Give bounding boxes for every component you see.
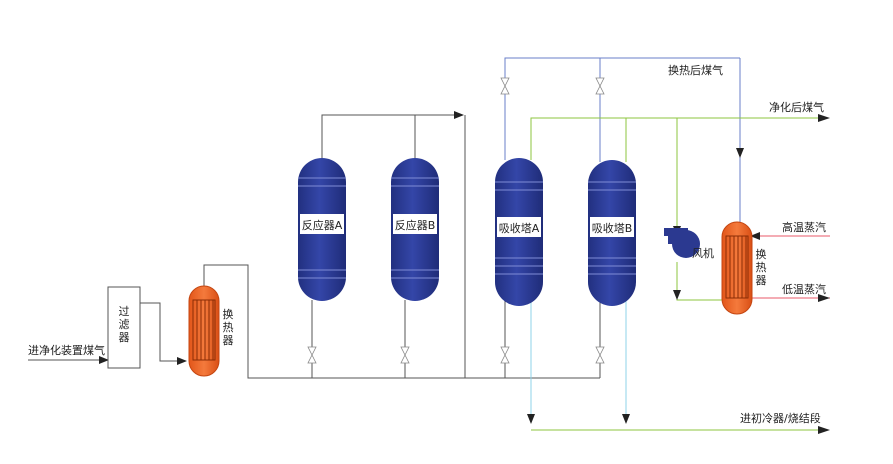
filter-label: 过滤器 bbox=[119, 305, 130, 344]
fan-label: 风机 bbox=[692, 246, 714, 260]
absorber-a-label: 吸收塔A bbox=[499, 221, 540, 235]
valve-icon bbox=[307, 346, 317, 364]
valve-icon bbox=[500, 346, 510, 364]
valve-icon bbox=[595, 77, 605, 95]
reactor-a-label: 反应器A bbox=[302, 218, 343, 232]
green-gas-lines bbox=[530, 117, 818, 431]
heat-exchanger-1-label: 换热器 bbox=[223, 307, 234, 347]
red-steam-lines bbox=[752, 235, 830, 299]
valves bbox=[307, 77, 605, 364]
heat-exchanger-2 bbox=[721, 221, 753, 315]
heat-exchanger-2-label: 换热器 bbox=[756, 247, 767, 287]
inlet-label: 进净化装置煤气 bbox=[28, 343, 105, 357]
absorber-b-vessel bbox=[588, 160, 636, 306]
absorber-b-label: 吸收塔B bbox=[592, 221, 633, 235]
valve-icon bbox=[595, 346, 605, 364]
reactor-b-vessel bbox=[391, 158, 439, 301]
absorber-a-vessel bbox=[495, 158, 543, 306]
heat-exchanger-1 bbox=[188, 285, 220, 377]
cold-steam-arrow bbox=[818, 294, 830, 302]
cold-steam-label: 低温蒸汽 bbox=[782, 282, 826, 296]
purified-gas-label: 净化后煤气 bbox=[769, 100, 824, 114]
reactor-b-label: 反应器B bbox=[395, 218, 436, 232]
drain-arrows bbox=[527, 414, 630, 424]
valve-icon bbox=[400, 346, 410, 364]
reactor-a-vessel bbox=[298, 158, 346, 301]
valve-icon bbox=[500, 77, 510, 95]
grey-process-lines bbox=[28, 111, 601, 379]
blue-gas-lines bbox=[504, 57, 741, 222]
hot-steam-arrow bbox=[750, 232, 760, 240]
to-cooler-label: 进初冷器/烧结段 bbox=[740, 411, 821, 425]
after-exchange-gas-label: 换热后煤气 bbox=[668, 63, 723, 77]
hot-steam-label: 高温蒸汽 bbox=[782, 220, 826, 234]
fan-icon bbox=[664, 228, 700, 258]
filter-box bbox=[107, 286, 141, 369]
cyan-drain-lines bbox=[530, 300, 627, 418]
